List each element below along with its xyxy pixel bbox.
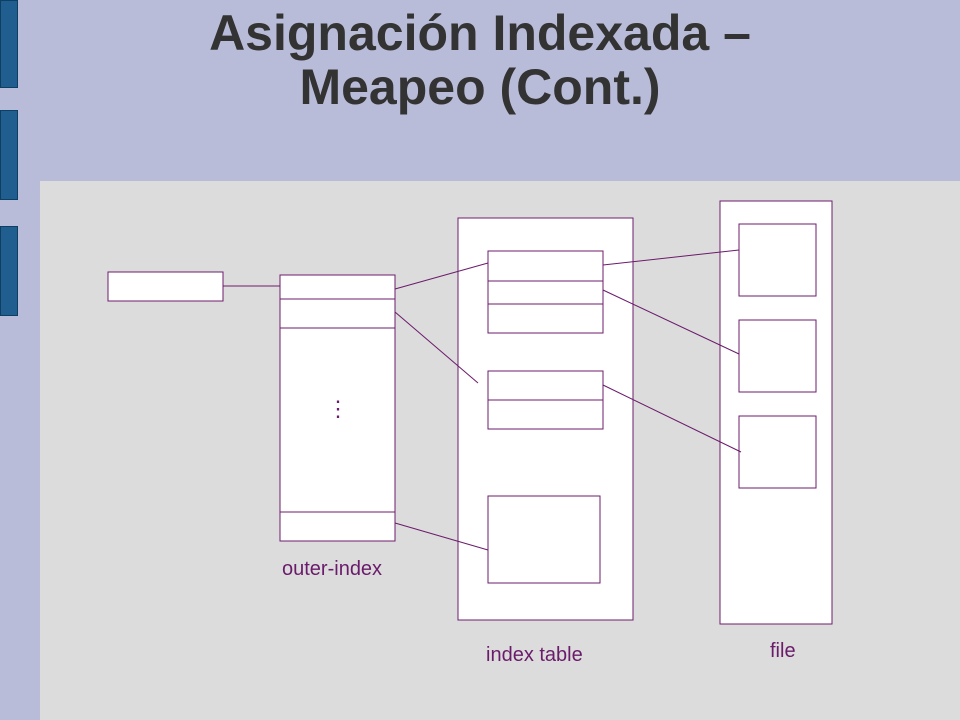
outer-to-index-link-2 [394,311,479,384]
file-label: file [770,640,796,662]
index-block-1 [487,250,604,334]
file-block-1 [738,223,817,297]
title-line-1: Asignación Indexada – [209,5,751,61]
side-bar-3 [0,226,18,316]
outer-index-label: outer-index [282,558,382,580]
title-line-2: Meapeo (Cont.) [299,59,661,115]
index-to-file-link-1 [602,249,740,266]
outer-to-index-link-3 [394,522,489,551]
side-bar-2 [0,110,18,200]
side-bar-1 [0,0,18,88]
index-table-label: index table [486,644,583,666]
index-block-3 [487,495,601,584]
index-to-file-link-2 [602,289,740,355]
file-block-3 [738,415,817,489]
outer-to-index-link-1 [394,262,489,290]
file-block-2 [738,319,817,393]
index-to-file-link-3 [602,384,742,453]
ellipsis-label: ⋮ [327,396,349,421]
slide-title: Asignación Indexada – Meapeo (Cont.) [40,6,920,114]
outer-index-box [279,274,396,542]
pointer-box [107,271,224,302]
